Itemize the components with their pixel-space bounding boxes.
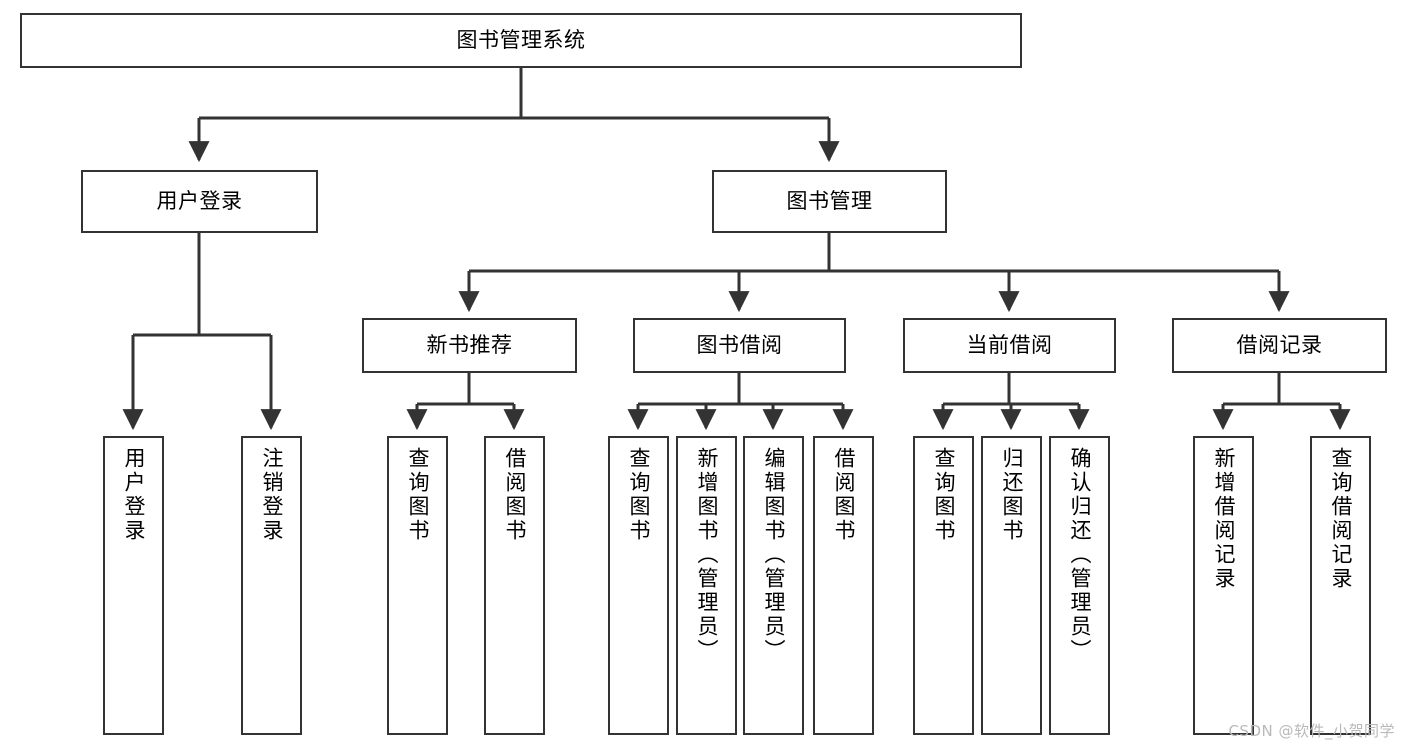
node-leaf-recommend-query-book-label: 查询图书 [406,447,430,543]
node-new-book-recommend-label: 新书推荐 [426,332,513,357]
node-leaf-recommend-borrow-book[interactable]: 借阅图书 [484,436,545,735]
node-leaf-current-return-book-label: 归还图书 [1000,447,1024,543]
node-user-login-label: 用户登录 [156,188,243,213]
node-book-manage[interactable]: 图书管理 [712,170,947,233]
node-leaf-current-query-book[interactable]: 查询图书 [913,436,974,735]
node-leaf-borrow-edit-book-label: 编辑图书（管理员） [762,447,786,663]
node-root-label: 图书管理系统 [456,27,586,52]
node-leaf-borrow-edit-book[interactable]: 编辑图书（管理员） [743,436,804,735]
node-new-book-recommend[interactable]: 新书推荐 [362,318,577,373]
node-leaf-user-logout[interactable]: 注销登录 [241,436,302,735]
node-leaf-record-search[interactable]: 查询借阅记录 [1310,436,1371,735]
node-leaf-current-confirm-return-label: 确认归还（管理员） [1068,447,1092,663]
node-leaf-borrow-query-book-label: 查询图书 [627,447,651,543]
node-leaf-current-confirm-return[interactable]: 确认归还（管理员） [1049,436,1110,735]
node-leaf-recommend-borrow-book-label: 借阅图书 [503,447,527,543]
node-leaf-record-add[interactable]: 新增借阅记录 [1193,436,1254,735]
node-leaf-current-return-book[interactable]: 归还图书 [981,436,1042,735]
node-book-borrow-label: 图书借阅 [696,332,783,357]
node-leaf-borrow-query-book[interactable]: 查询图书 [608,436,669,735]
watermark-text: CSDN @软件_小贺同学 [1228,722,1395,740]
node-book-manage-label: 图书管理 [786,188,873,213]
node-book-borrow[interactable]: 图书借阅 [633,318,846,373]
node-leaf-recommend-query-book[interactable]: 查询图书 [387,436,448,735]
node-leaf-user-login[interactable]: 用户登录 [103,436,164,735]
node-leaf-borrow-add-book-label: 新增图书（管理员） [695,447,719,663]
node-current-borrow-label: 当前借阅 [966,332,1053,357]
node-user-login[interactable]: 用户登录 [81,170,318,233]
node-borrow-record-label: 借阅记录 [1236,332,1323,357]
node-root[interactable]: 图书管理系统 [20,13,1022,68]
node-leaf-borrow-lend-book-label: 借阅图书 [832,447,856,543]
node-current-borrow[interactable]: 当前借阅 [903,318,1116,373]
node-leaf-record-add-label: 新增借阅记录 [1212,447,1236,591]
node-leaf-borrow-add-book[interactable]: 新增图书（管理员） [676,436,737,735]
node-leaf-borrow-lend-book[interactable]: 借阅图书 [813,436,874,735]
node-leaf-current-query-book-label: 查询图书 [932,447,956,543]
node-leaf-user-logout-label: 注销登录 [260,447,284,543]
node-borrow-record[interactable]: 借阅记录 [1172,318,1387,373]
node-leaf-record-search-label: 查询借阅记录 [1329,447,1353,591]
node-leaf-user-login-label: 用户登录 [122,447,146,543]
